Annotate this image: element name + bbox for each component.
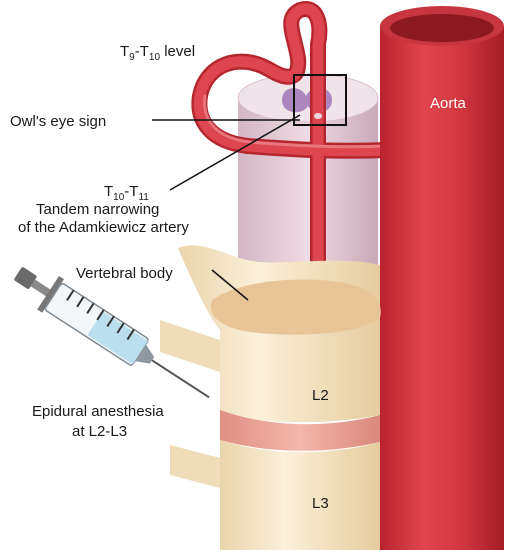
vertebra-l2 (160, 245, 381, 423)
label-epidural-1: Epidural anesthesia (32, 403, 164, 420)
label-aorta: Aorta (430, 95, 467, 112)
adamkiewicz-artery (191, 1, 394, 348)
narrowing-mark (314, 113, 322, 119)
label-l3: L3 (312, 495, 329, 512)
label-owls-eye: Owl's eye sign (10, 113, 106, 130)
intervertebral-disc (220, 410, 380, 451)
label-t9-t10-level: T9-T10 level (120, 43, 195, 63)
label-vertebral-body: Vertebral body (76, 265, 173, 282)
syringe-icon (14, 267, 210, 399)
aorta (380, 6, 504, 550)
leader-lines (152, 114, 301, 301)
label-tandem-1: Tandem narrowing (36, 201, 159, 218)
label-l2: L2 (312, 387, 329, 404)
label-tandem-2: of the Adamkiewicz artery (18, 219, 189, 236)
label-epidural-2: at L2-L3 (72, 423, 127, 440)
label-t10-t11: T10-T11 (104, 183, 149, 203)
highlight-box (293, 74, 347, 126)
vertebra-l3 (170, 440, 380, 550)
